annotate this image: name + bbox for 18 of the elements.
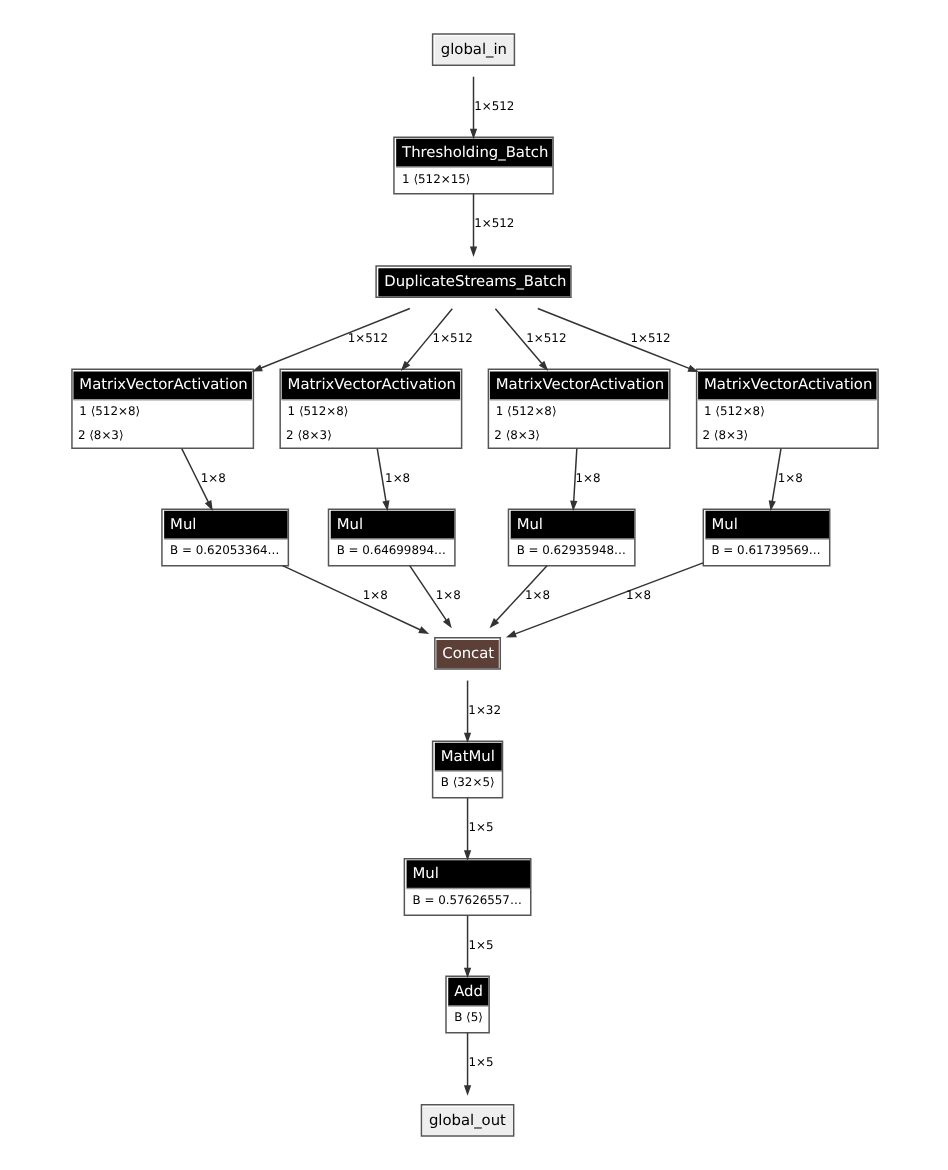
arrow bbox=[468, 193, 477, 257]
arrow bbox=[250, 307, 410, 372]
arrow bbox=[399, 308, 452, 372]
arrow bbox=[468, 75, 477, 140]
arrow bbox=[462, 914, 471, 979]
arrow bbox=[462, 679, 471, 744]
arrow bbox=[767, 447, 781, 512]
arrow bbox=[407, 564, 451, 629]
arrow bbox=[493, 308, 548, 372]
arrow bbox=[569, 447, 577, 512]
arrow bbox=[488, 564, 547, 629]
arrow bbox=[375, 447, 389, 512]
arrow bbox=[180, 447, 212, 511]
arrow bbox=[280, 564, 429, 635]
arrow bbox=[504, 562, 703, 638]
arrow bbox=[462, 1031, 471, 1096]
arrow bbox=[536, 307, 698, 373]
arrow bbox=[462, 797, 471, 861]
